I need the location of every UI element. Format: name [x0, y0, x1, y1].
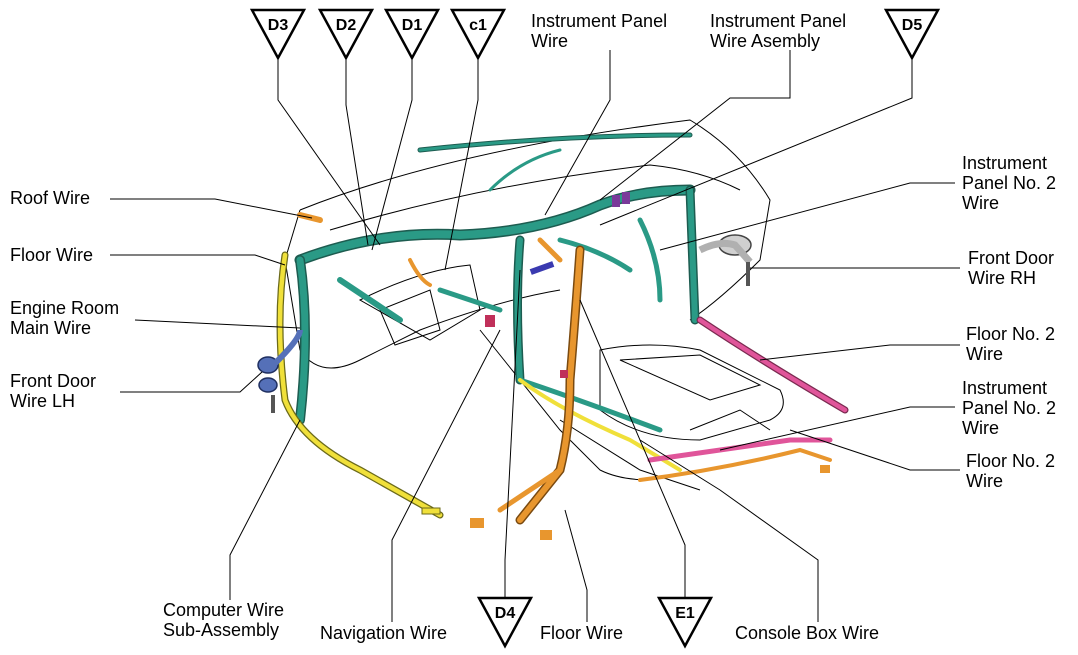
orange-wire-harness [297, 212, 832, 525]
floor-wire-harness [276, 251, 682, 519]
connector-triangle-d2: D2 [317, 8, 375, 61]
connector-triangle-c1: c1 [449, 8, 507, 61]
connector-label: c1 [469, 17, 487, 34]
connector-triangle-d4: D4 [476, 596, 534, 649]
front-door-wire-rh-harness [698, 234, 753, 286]
label-navigation-wire: Navigation Wire [320, 623, 448, 643]
dashboard-outline [284, 119, 784, 491]
label-roof-wire: Roof Wire [10, 188, 91, 208]
leader-lines [110, 38, 960, 622]
front-door-wire-lh-harness [257, 329, 303, 413]
connector-label: D1 [402, 17, 423, 34]
label-console-box-wire: Console Box Wire [735, 623, 880, 643]
connector-label: D4 [495, 605, 516, 622]
connector-triangle-d3: D3 [249, 8, 307, 61]
label-floor-wire-left: Floor Wire [10, 245, 94, 265]
connector-triangle-e1: E1 [656, 596, 714, 649]
misc-connectors [421, 192, 830, 540]
instrument-panel-harness [294, 132, 700, 433]
connector-label: D5 [902, 17, 923, 34]
connector-label: D2 [336, 17, 357, 34]
connector-triangle-d1: D1 [383, 8, 441, 61]
connector-triangle-d5: D5 [883, 8, 941, 61]
connector-label: E1 [675, 605, 695, 622]
label-floor-wire-bottom: Floor Wire [540, 623, 624, 643]
connector-label: D3 [268, 17, 289, 34]
